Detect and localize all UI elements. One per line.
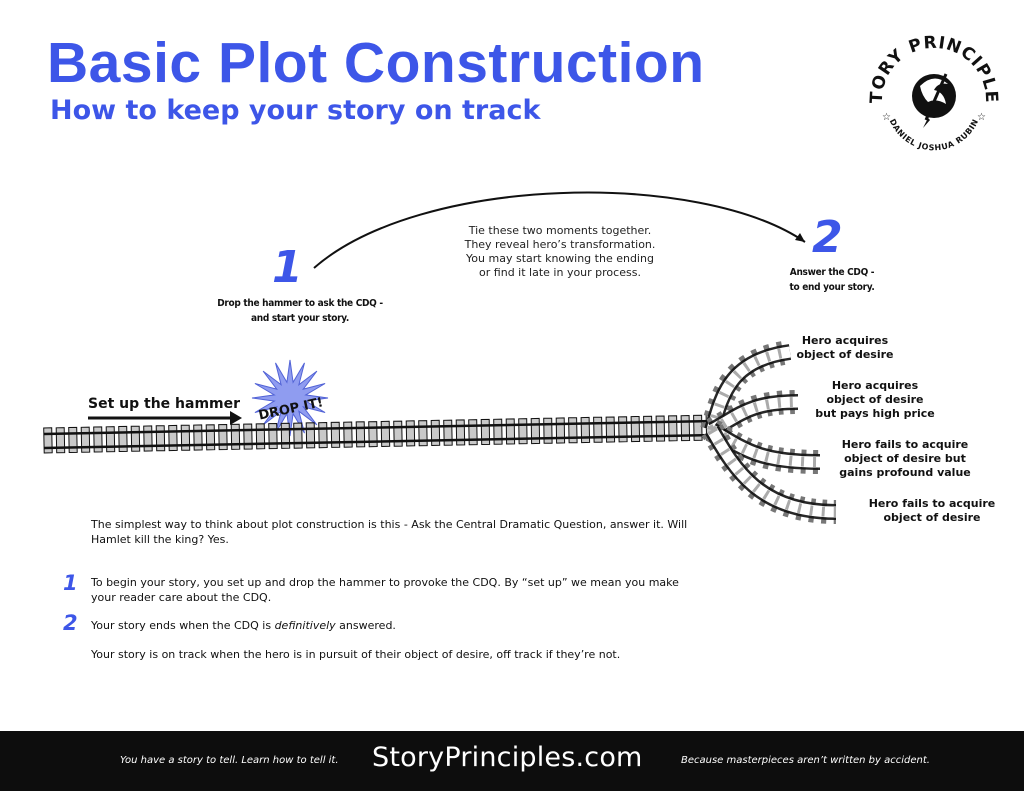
arc-note-line: Tie these two moments together.	[468, 224, 652, 237]
drop-burst-icon	[251, 359, 329, 437]
moment-2-caption-line: Answer the CDQ -	[789, 267, 875, 278]
branch-label-2: Hero acquires object of desire but pays …	[810, 379, 940, 421]
branch-label-line: object of desire	[796, 348, 894, 361]
intro-paragraph: The simplest way to think about plot con…	[91, 518, 688, 546]
moment-1-caption-line: and start your story.	[250, 313, 349, 324]
branch-label-line: Hero acquires	[801, 334, 889, 347]
list-item-2-text-part: answered.	[335, 619, 396, 632]
footer-bar: You have a story to tell. Learn how to t…	[0, 731, 1024, 791]
moment-1-caption: Drop the hammer to ask the CDQ - and sta…	[200, 296, 400, 326]
page-title: Basic Plot Construction	[47, 31, 705, 95]
moment-1-number: 1	[272, 242, 303, 293]
branch-label-line: object of desire but	[844, 452, 966, 465]
arc-note-line: They reveal hero’s transformation.	[464, 238, 656, 251]
arc-arrowhead-icon	[795, 233, 805, 242]
list-number-2: 2	[63, 611, 78, 635]
closing-paragraph: Your story is on track when the hero is …	[91, 648, 621, 661]
page-subtitle: How to keep your story on track	[50, 95, 541, 126]
branch-label-3: Hero fails to acquire object of desire b…	[830, 438, 980, 480]
moment-2-caption-line: to end your story.	[789, 282, 875, 293]
arc-note-line: or find it late in your process.	[479, 266, 641, 279]
railroad-tie	[493, 418, 503, 445]
story-principles-logo: STORY PRINCIPLES DANIEL JOSHUA RUBIN ☆ ☆	[860, 20, 1000, 152]
footer-website-link[interactable]: StoryPrinciples.com	[372, 742, 643, 773]
branch-label-line: object of desire	[826, 393, 924, 406]
arc-note: Tie these two moments together. They rev…	[445, 224, 675, 280]
railroad-tie	[293, 422, 303, 449]
footer-tagline-right: Because masterpieces aren’t written by a…	[681, 755, 930, 766]
plot-track-diagram: DROP IT!	[43, 191, 837, 524]
branch-label-4: Hero fails to acquire object of desire	[862, 497, 1002, 525]
railroad-tie	[205, 424, 216, 451]
railroad-tie	[380, 420, 391, 448]
railroad-tie	[255, 423, 266, 450]
arrow-right-icon	[230, 411, 242, 425]
branch-label-line: object of desire	[883, 511, 981, 524]
rail	[43, 419, 715, 436]
branch-label-line: Hero fails to acquire	[841, 438, 969, 451]
railroad-tie	[643, 415, 653, 442]
star-icon: ☆	[882, 112, 891, 123]
moment-2-caption: Answer the CDQ - to end your story.	[762, 265, 902, 295]
moment-1-caption-line: Drop the hammer to ask the CDQ -	[217, 298, 383, 309]
railroad-tie	[143, 425, 153, 452]
branch-label-1: Hero acquires object of desire	[790, 334, 900, 362]
moment-2-number: 2	[812, 212, 843, 263]
railroad-tie	[80, 426, 91, 453]
branch-track-tie-marks	[709, 425, 821, 467]
rail	[44, 433, 716, 450]
branch-track-tie-marks	[707, 427, 837, 517]
list-number-1: 1	[63, 571, 78, 595]
branch-label-line: gains profound value	[839, 466, 971, 479]
list-item-1-text: To begin your story, you set up and drop…	[91, 576, 679, 604]
dragon-pen-icon	[912, 73, 956, 128]
branch-track-tie-marks	[707, 347, 791, 432]
railroad-tie	[530, 417, 541, 445]
railroad-tie	[618, 416, 628, 443]
railroad-tie	[55, 427, 66, 454]
list-item-2-text-part: Your story ends when the CDQ is	[91, 619, 275, 632]
setup-label: Set up the hammer	[88, 396, 241, 412]
transformation-arc	[313, 191, 806, 269]
railway-track	[43, 340, 837, 524]
railroad-tie	[168, 424, 178, 452]
railroad-tie	[405, 420, 416, 447]
branch-label-line: Hero acquires	[831, 379, 919, 392]
arc-note-line: You may start knowing the ending	[466, 252, 654, 265]
star-icon: ☆	[977, 112, 986, 123]
railroad-tie	[468, 419, 478, 446]
list-item-2-text: Your story ends when the CDQ is definiti…	[91, 618, 701, 633]
emphasis-text: definitively	[274, 619, 336, 632]
railroad-tie	[230, 423, 241, 450]
footer-tagline-left: You have a story to tell. Learn how to t…	[120, 755, 339, 766]
branch-label-line: Hero fails to acquire	[868, 497, 996, 510]
branch-label-line: but pays high price	[815, 407, 935, 420]
railroad-tie	[318, 421, 328, 449]
railroad-tie	[555, 417, 566, 444]
